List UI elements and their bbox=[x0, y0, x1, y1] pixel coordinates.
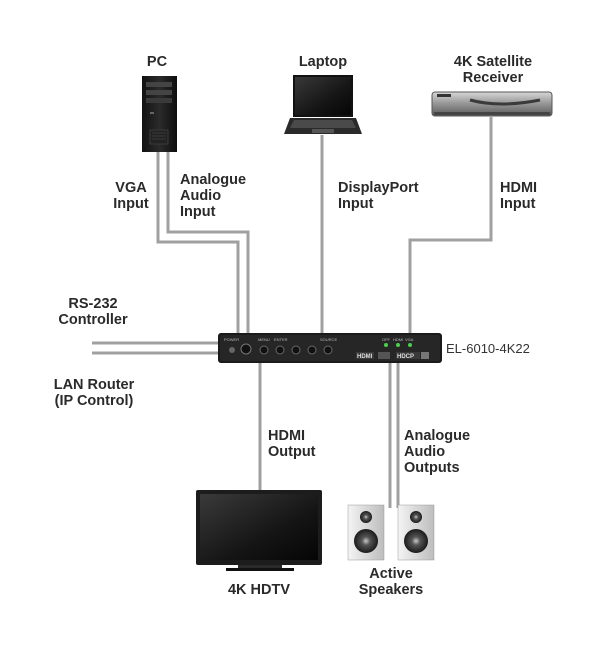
audio-out-line2: Audio bbox=[404, 444, 446, 460]
satellite-label-line2: Receiver bbox=[462, 70, 524, 86]
unit-source-label: SOURCE bbox=[320, 337, 337, 342]
rs232-line1: RS-232 bbox=[68, 296, 118, 312]
speakers-icon bbox=[347, 504, 435, 561]
hdmi-output-label: HDMI Output bbox=[268, 428, 316, 460]
laptop-icon bbox=[284, 75, 362, 134]
speakers-line2: Speakers bbox=[358, 582, 424, 598]
speakers-label: Active Speakers bbox=[346, 566, 436, 598]
displayport-input-label: DisplayPort Input bbox=[338, 180, 419, 212]
hdtv-label: 4K HDTV bbox=[227, 582, 291, 598]
audio-out-line3: Outputs bbox=[404, 460, 460, 476]
speakers-line1: Active bbox=[369, 566, 413, 582]
hdmi-out-line1: HDMI bbox=[268, 428, 306, 444]
lan-line1: LAN Router bbox=[53, 377, 135, 393]
main-unit-device bbox=[218, 333, 442, 363]
audio-in-line2: Audio bbox=[180, 188, 222, 204]
dp-line2: Input bbox=[338, 196, 374, 212]
rs232-line2: Controller bbox=[58, 312, 128, 328]
rs232-label: RS-232 Controller bbox=[48, 296, 138, 328]
dp-line1: DisplayPort bbox=[338, 180, 419, 196]
lan-line2: (IP Control) bbox=[54, 393, 134, 409]
pc-label: PC bbox=[146, 54, 168, 70]
vga-label-line1: VGA bbox=[115, 180, 147, 196]
hdmi-logo: HDMI bbox=[357, 354, 373, 360]
unit-menu-label: MENU bbox=[258, 337, 270, 342]
hdmi-in-line2: Input bbox=[500, 196, 536, 212]
lan-router-label: LAN Router (IP Control) bbox=[42, 377, 146, 409]
vga-input-label: VGA Input bbox=[108, 180, 154, 212]
unit-off-label: OFF bbox=[382, 337, 391, 342]
analogue-audio-input-label: Analogue Audio Input bbox=[180, 172, 246, 220]
unit-vga-label: VGA bbox=[405, 337, 414, 342]
analogue-audio-outputs-label: Analogue Audio Outputs bbox=[404, 428, 470, 476]
audio-in-line1: Analogue bbox=[180, 172, 247, 188]
audio-out-line1: Analogue bbox=[404, 428, 471, 444]
model-number-label: EL-6010-4K22 bbox=[446, 341, 530, 356]
hdmi-out-line2: Output bbox=[268, 444, 316, 460]
pc-tower-icon bbox=[142, 76, 177, 152]
cables bbox=[92, 117, 493, 508]
audio-in-line3: Input bbox=[180, 204, 216, 220]
hdmi-input-label: HDMI Input bbox=[500, 180, 537, 212]
hdtv-icon bbox=[196, 490, 322, 571]
unit-enter-label: ENTER bbox=[274, 337, 288, 342]
vga-cable bbox=[156, 150, 240, 338]
unit-power-label: POWER bbox=[224, 337, 239, 342]
vga-label-line2: Input bbox=[113, 196, 149, 212]
laptop-label: Laptop bbox=[298, 54, 348, 70]
hdcp-logo: HDCP bbox=[397, 354, 414, 360]
hdmi-in-line1: HDMI bbox=[500, 180, 538, 196]
unit-hdmi-label: HDMI bbox=[393, 337, 403, 342]
hdmi-in-cable bbox=[408, 117, 493, 338]
satellite-label-line1: 4K Satellite bbox=[453, 54, 533, 70]
satellite-label: 4K Satellite Receiver bbox=[440, 54, 546, 86]
audio-in-cable bbox=[166, 150, 250, 338]
satellite-receiver-icon bbox=[431, 91, 553, 117]
